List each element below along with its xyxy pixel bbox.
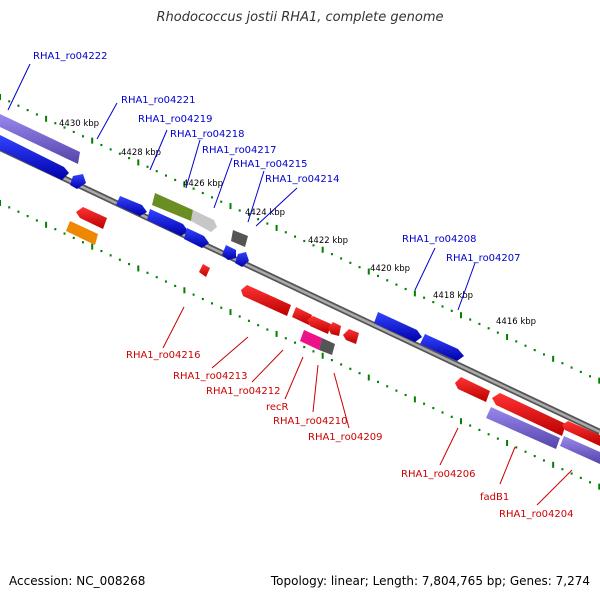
gene-label[interactable]: RHA1_ro04210: [273, 416, 348, 427]
gene-label[interactable]: RHA1_ro04222: [33, 51, 108, 62]
gene-feature[interactable]: [560, 436, 600, 464]
gene-feature[interactable]: [343, 329, 359, 344]
map-title: Rhodococcus jostii RHA1, complete genome: [156, 10, 444, 25]
gene-feature[interactable]: [147, 209, 188, 236]
forward-labels: RHA1_ro04222 RHA1_ro04221 RHA1_ro04219 R…: [33, 51, 521, 264]
gene-feature[interactable]: [152, 193, 193, 221]
gene-feature[interactable]: [241, 285, 291, 316]
gene-feature[interactable]: [116, 196, 147, 216]
scale-label: 4424 kbp: [245, 208, 285, 218]
gene-feature[interactable]: [66, 221, 98, 245]
gene-feature[interactable]: [199, 264, 210, 277]
gene-feature[interactable]: [191, 210, 217, 232]
scale-label: 4418 kbp: [433, 291, 473, 301]
gene-label[interactable]: recR: [266, 402, 289, 413]
scale-label: 4430 kbp: [59, 119, 99, 129]
scale-label: 4420 kbp: [370, 264, 410, 274]
gene-label[interactable]: RHA1_ro04219: [138, 114, 213, 125]
scale-label: 4426 kbp: [183, 179, 223, 189]
gene-feature[interactable]: [0, 114, 80, 164]
gene-feature[interactable]: [300, 330, 322, 350]
gene-label[interactable]: RHA1_ro04221: [121, 95, 196, 106]
gene-feature[interactable]: [184, 228, 209, 248]
gene-feature[interactable]: [492, 393, 566, 436]
gene-label[interactable]: RHA1_ro04208: [402, 234, 477, 245]
scale-label: 4428 kbp: [121, 148, 161, 158]
scale-labels: 4430 kbp 4428 kbp 4426 kbp 4424 kbp 4422…: [59, 119, 536, 327]
gene-feature[interactable]: [328, 322, 341, 336]
gene-feature[interactable]: [231, 230, 248, 247]
gene-label[interactable]: RHA1_ro04217: [202, 145, 277, 156]
gene-label[interactable]: RHA1_ro04218: [170, 129, 245, 140]
gene-label[interactable]: RHA1_ro04207: [446, 253, 521, 264]
reverse-features: [66, 207, 600, 464]
forward-features: [0, 114, 464, 361]
accession-text: Accession: NC_008268: [9, 574, 146, 588]
gene-feature[interactable]: [420, 334, 464, 361]
gene-feature[interactable]: [307, 316, 331, 334]
gene-feature[interactable]: [319, 338, 335, 355]
gene-feature[interactable]: [76, 207, 107, 229]
gene-feature[interactable]: [0, 135, 69, 180]
gene-feature[interactable]: [70, 174, 86, 189]
gene-label[interactable]: RHA1_ro04204: [499, 509, 574, 520]
gene-feature[interactable]: [486, 407, 560, 449]
reverse-leaders: [162, 306, 573, 506]
gene-label[interactable]: RHA1_ro04213: [173, 371, 248, 382]
gene-feature[interactable]: [455, 377, 490, 402]
gene-label[interactable]: fadB1: [480, 492, 509, 503]
forward-leaders: [7, 63, 476, 311]
gene-label[interactable]: RHA1_ro04209: [308, 432, 383, 443]
genome-summary-text: Topology: linear; Length: 7,804,765 bp; …: [270, 574, 590, 588]
gene-label[interactable]: RHA1_ro04214: [265, 174, 340, 185]
gene-feature[interactable]: [222, 245, 236, 260]
reverse-labels: RHA1_ro04216 RHA1_ro04213 RHA1_ro04212 r…: [126, 350, 574, 520]
gene-feature[interactable]: [562, 421, 600, 446]
scale-ticks: [0, 94, 600, 490]
backbone: [0, 145, 600, 435]
gene-feature[interactable]: [374, 312, 422, 342]
gene-feature[interactable]: [292, 307, 312, 325]
gene-label[interactable]: RHA1_ro04216: [126, 350, 201, 361]
gene-label[interactable]: RHA1_ro04212: [206, 386, 281, 397]
gene-label[interactable]: RHA1_ro04215: [233, 159, 308, 170]
gene-label[interactable]: RHA1_ro04206: [401, 469, 476, 480]
scale-label: 4416 kbp: [496, 317, 536, 327]
scale-label: 4422 kbp: [308, 236, 348, 246]
gene-feature[interactable]: [235, 252, 249, 267]
